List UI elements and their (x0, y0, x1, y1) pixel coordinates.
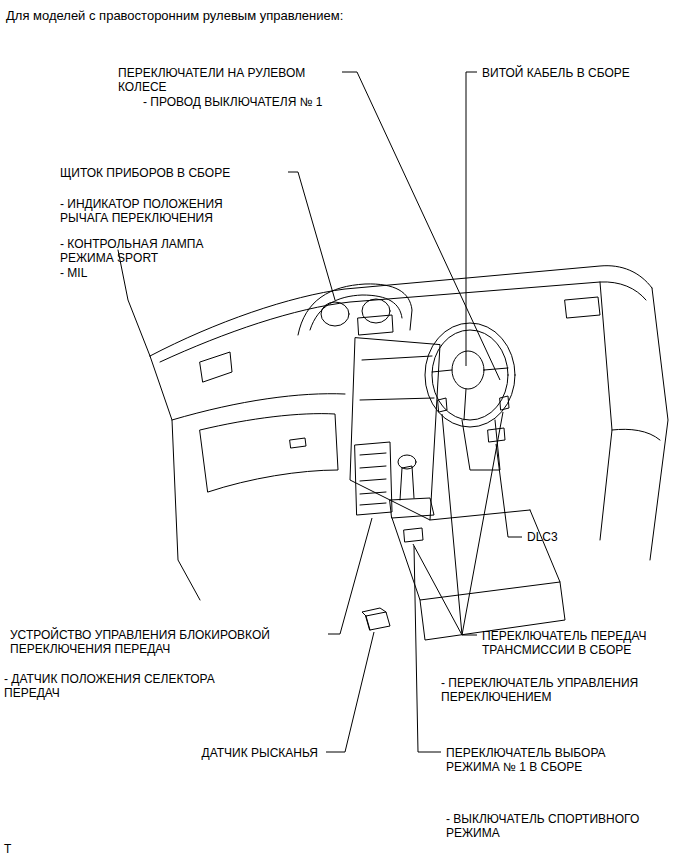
sub-part-label: - ПЕРЕКЛЮЧАТЕЛЬ УПРАВЛЕНИЯ ПЕРЕКЛЮЧЕНИЕМ (441, 676, 681, 704)
part-label: ПЕРЕКЛЮЧАТЕЛИ НА РУЛЕВОМ КОЛЕСЕ (118, 66, 343, 94)
part-label: ПЕРЕКЛЮЧАТЕЛЬ ВЫБОРА РЕЖИМА № 1 В СБОРЕ (446, 746, 646, 774)
part-label: ПЕРЕКЛЮЧАТЕЛЬ ПЕРЕДАЧ ТРАНСМИССИИ В СБОР… (482, 629, 682, 657)
part-label: ЩИТОК ПРИБОРОВ В СБОРЕ (60, 166, 280, 180)
sub-part-label: - MIL (60, 266, 160, 280)
page-title: Для моделей с правосторонним рулевым упр… (6, 8, 343, 24)
sub-part-label: - КОНТРОЛЬНАЯ ЛАМПА РЕЖИМА SPORT (60, 237, 230, 265)
sub-part-label: - ДАТЧИК ПОЛОЖЕНИЯ СЕЛЕКТОРА ПЕРЕДАЧ (4, 672, 264, 700)
sub-part-label: - ВЫКЛЮЧАТЕЛЬ СПОРТИВНОГО РЕЖИМА (446, 812, 666, 840)
watermark: T (4, 842, 44, 856)
sub-part-label: - ПРОВОД ВЫКЛЮЧАТЕЛЯ № 1 (143, 95, 343, 109)
part-label: DLC3 (527, 530, 627, 544)
part-label: ВИТОЙ КАБЕЛЬ В СБОРЕ (482, 66, 682, 80)
part-label: ДАТЧИК РЫСКАНЬЯ (118, 746, 318, 760)
part-label: УСТРОЙСТВО УПРАВЛЕНИЯ БЛОКИРОВКОЙ ПЕРЕКЛ… (10, 628, 310, 656)
sub-part-label: - ИНДИКАТОР ПОЛОЖЕНИЯ РЫЧАГА ПЕРЕКЛЮЧЕНИ… (60, 197, 260, 225)
